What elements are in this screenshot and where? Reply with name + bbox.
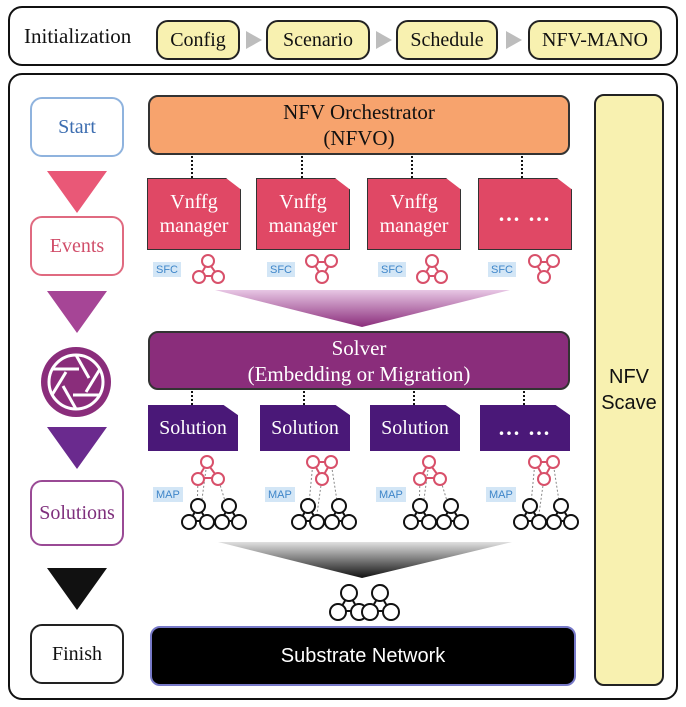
network-graph-icon [329,584,400,621]
solution-3[interactable]: Solution [370,405,460,451]
vnffg-label: manager [159,215,229,237]
mapping-2 [291,455,357,530]
vnffg-manager-3[interactable]: Vnffg manager [367,178,461,250]
mapping-1 [181,455,247,530]
scave-line2: Scave [601,392,657,414]
triangle-down-icon [47,171,107,213]
vnffg-manager-1[interactable]: Vnffg manager [147,178,241,250]
solver-connectors [191,391,525,406]
sfc-tag: SFC [488,262,516,277]
solution-2[interactable]: Solution [260,405,350,451]
nfv-orchestrator[interactable]: NFV Orchestrator (NFVO) [148,95,570,155]
chevron-right-icon [376,31,392,49]
mapping-3 [403,455,469,530]
sfc-graph-icon [528,254,560,284]
sfc-tag: SFC [153,262,181,277]
substrate-network[interactable]: Substrate Network [150,626,576,686]
step-config[interactable]: Config [156,20,240,60]
nfvo-title: NFV Orchestrator [283,100,435,124]
chevron-right-icon [246,31,262,49]
triangle-down-icon [47,427,107,469]
step-nfv-mano[interactable]: NFV-MANO [528,20,662,60]
solution-1[interactable]: Solution [148,405,238,451]
mapping-4 [513,455,579,530]
sfc-tag: SFC [267,262,295,277]
sfc-tag: SFC [378,262,406,277]
vnffg-label: Vnffg [170,191,218,213]
solver-subtitle: (Embedding or Migration) [247,361,471,386]
sfc-graph-icon [305,254,338,284]
map-tag: MAP [376,487,406,502]
stage-finish[interactable]: Finish [30,624,124,684]
step-scenario[interactable]: Scenario [266,20,370,60]
vnffg-label: manager [268,215,338,237]
triangle-down-icon [47,291,107,333]
scave-line1: NFV [609,366,649,388]
map-tag: MAP [265,487,295,502]
sfc-graph-icon [192,254,225,284]
stage-start[interactable]: Start [30,97,124,157]
vnffg-label: Vnffg [279,191,327,213]
stage-solutions[interactable]: Solutions [30,480,124,546]
sfc-graph-icon [416,254,448,284]
map-tag: MAP [153,487,183,502]
vnffg-manager-more[interactable]: ... ... [478,178,572,250]
vnffg-manager-2[interactable]: Vnffg manager [256,178,350,250]
step-schedule[interactable]: Schedule [396,20,498,60]
solution-more[interactable]: ... ... [480,405,570,451]
stage-events[interactable]: Events [30,216,124,276]
chevron-right-icon [506,31,522,49]
map-tag: MAP [486,487,516,502]
aggregate-fan [215,290,510,327]
vnffg-label: manager [379,215,449,237]
vnffg-label: Vnffg [390,191,438,213]
solver-title: Solver [331,335,387,360]
vnffg-ellipsis: ... ... [498,201,552,226]
initialization-label: Initialization [24,24,132,48]
merge-fan [218,542,512,578]
nfvo-subtitle: (NFVO) [323,126,395,150]
nfvo-connectors [191,156,523,178]
solver[interactable]: Solver (Embedding or Migration) [148,331,570,390]
nfv-scave[interactable]: NFV Scave [594,94,664,686]
triangle-down-icon [47,568,107,610]
aperture-icon [41,347,111,417]
